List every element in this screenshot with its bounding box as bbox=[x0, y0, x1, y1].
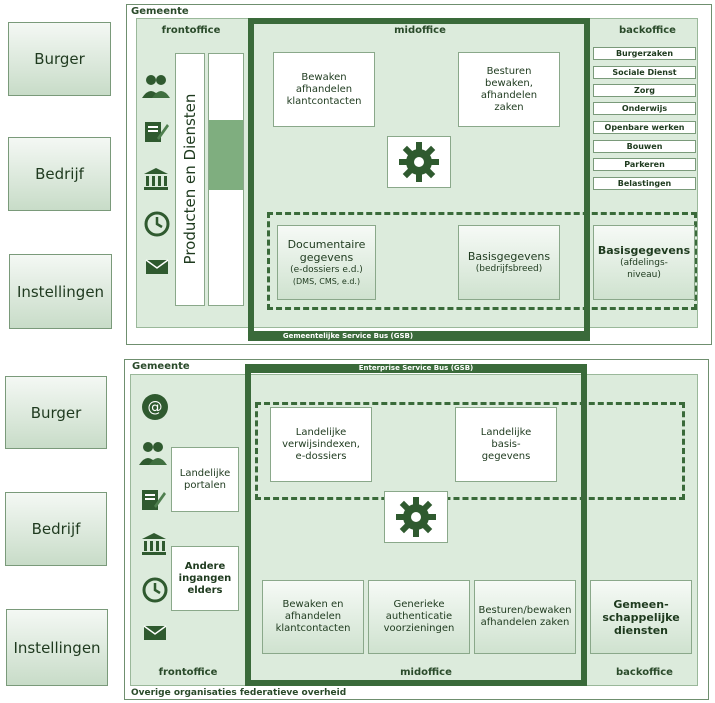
backoffice-item: Sociale Dienst bbox=[593, 66, 696, 79]
box-text: Besturen/bewaken afhandelen zaken bbox=[478, 605, 572, 628]
box-text: Bewaken en afhandelen klantcontacten bbox=[275, 599, 351, 634]
bottom-backoffice-footer: backoffice bbox=[616, 667, 673, 678]
box-text: Andere ingangen elders bbox=[178, 560, 232, 596]
documentaire-sub2: (DMS, CMS, e.d.) bbox=[292, 276, 361, 286]
bottom-bus-bar bbox=[245, 364, 587, 373]
actor-bedrijf-bottom: Bedrijf bbox=[5, 492, 107, 566]
actor-label: Instellingen bbox=[13, 638, 101, 657]
document-pen-icon bbox=[141, 116, 171, 146]
basis-sub: (bedrijfsbreed) bbox=[475, 263, 543, 274]
top-midoffice-header: midoffice bbox=[394, 25, 446, 36]
backoffice-item: Onderwijs bbox=[593, 102, 696, 115]
gear-icon bbox=[396, 497, 436, 537]
actor-instellingen-bottom: Instellingen bbox=[6, 609, 108, 686]
box-bewaken-klantcontacten: Bewaken afhandelen klantcontacten bbox=[273, 52, 375, 127]
actor-burger-bottom: Burger bbox=[5, 376, 107, 449]
top-frontoffice-header: frontoffice bbox=[161, 25, 221, 36]
box-text: Landelijke verwijsindexen, e-dossiers bbox=[282, 426, 360, 462]
people-icon bbox=[136, 440, 170, 466]
bottom-midoffice-footer: midoffice bbox=[400, 667, 452, 678]
actor-label: Instellingen bbox=[16, 282, 105, 301]
producten-label: Producten en Diensten bbox=[181, 93, 199, 265]
bottom-frontoffice-footer: frontoffice bbox=[158, 667, 218, 678]
top-gemeente-label: Gemeente bbox=[131, 6, 189, 17]
box-basisgegevens-bedrijfsbreed: Basisgegevens (bedrijfsbreed) bbox=[458, 225, 560, 300]
box-text: Gemeen-schappelijke diensten bbox=[602, 597, 680, 637]
box-basisgegevens-afdeling: Basisgegevens (afdelings-niveau) bbox=[593, 225, 695, 300]
actor-label: Bedrijf bbox=[35, 165, 84, 183]
bottom-gear-box bbox=[384, 491, 448, 543]
actor-burger-top: Burger bbox=[8, 22, 111, 96]
backoffice-item: Bouwen bbox=[593, 140, 696, 153]
back-basis-sub: (afdelings-niveau) bbox=[620, 257, 668, 280]
back-basis-title: Basisgegevens bbox=[597, 243, 691, 257]
actor-label: Burger bbox=[34, 50, 85, 68]
bottom-overige-label: Overige organisaties federatieve overhei… bbox=[131, 688, 347, 698]
box-gemeenschappelijke-diensten: Gemeen-schappelijke diensten bbox=[590, 580, 692, 654]
backoffice-item: Zorg bbox=[593, 84, 696, 97]
backoffice-item: Burgerzaken bbox=[593, 47, 696, 60]
documentaire-sub: (e-dossiers e.d.) bbox=[290, 264, 363, 275]
building-icon bbox=[141, 164, 171, 194]
box-text: Landelijke portalen bbox=[179, 467, 231, 491]
gear-icon bbox=[399, 142, 439, 182]
top-bus-bar bbox=[248, 331, 590, 341]
box-text: Bewaken afhandelen klantcontacten bbox=[286, 71, 362, 107]
box-documentaire-gegevens: Documentaire gegevens (e-dossiers e.d.) … bbox=[277, 225, 376, 300]
box-generieke-authenticatie: Generieke authenticatie voorzieningen bbox=[368, 580, 470, 654]
clock-icon bbox=[143, 210, 171, 238]
building-icon bbox=[139, 530, 169, 558]
backoffice-item: Parkeren bbox=[593, 158, 696, 171]
top-gear-box bbox=[387, 136, 451, 188]
top-dashed-region bbox=[267, 212, 697, 310]
box-text: Generieke authenticatie voorzieningen bbox=[383, 599, 455, 634]
actor-instellingen-top: Instellingen bbox=[9, 254, 112, 329]
documentaire-title: Documentaire gegevens bbox=[287, 237, 366, 264]
actor-label: Burger bbox=[30, 403, 82, 422]
box-bewaken-afhandelen: Bewaken en afhandelen klantcontacten bbox=[262, 580, 364, 654]
basis-title: Basisgegevens bbox=[467, 249, 551, 263]
box-andere-ingangen: Andere ingangen elders bbox=[171, 546, 239, 611]
document-pen-icon bbox=[138, 484, 168, 514]
box-text: Besturen bewaken, afhandelen zaken bbox=[480, 65, 538, 113]
people-icon bbox=[139, 72, 173, 100]
clock-icon bbox=[141, 576, 169, 604]
producten-panel bbox=[175, 53, 205, 306]
backoffice-item: Belastingen bbox=[593, 177, 696, 190]
at-sign-icon: @ bbox=[138, 392, 172, 422]
box-besturen-bewaken: Besturen/bewaken afhandelen zaken bbox=[474, 580, 576, 654]
box-landelijke-basisgegevens: Landelijke basis-gegevens bbox=[455, 407, 557, 482]
producten-scrollbar-thumb bbox=[209, 120, 243, 190]
top-backoffice-header: backoffice bbox=[619, 25, 676, 36]
box-besturen-zaken: Besturen bewaken, afhandelen zaken bbox=[458, 52, 560, 127]
actor-label: Bedrijf bbox=[31, 520, 81, 538]
top-bus-label: Gemeentelijke Service Bus (GSB) bbox=[282, 332, 414, 340]
bottom-bus-label: Enterprise Service Bus (GSB) bbox=[358, 364, 474, 372]
svg-text:@: @ bbox=[148, 398, 163, 416]
box-landelijke-verwijsindexen: Landelijke verwijsindexen, e-dossiers bbox=[270, 407, 372, 482]
actor-bedrijf-top: Bedrijf bbox=[8, 137, 111, 211]
mail-icon bbox=[143, 256, 171, 278]
mail-icon bbox=[141, 622, 169, 644]
bottom-gemeente-label: Gemeente bbox=[132, 361, 190, 372]
box-text: Landelijke basis-gegevens bbox=[480, 426, 532, 462]
box-landelijke-portalen: Landelijke portalen bbox=[171, 447, 239, 512]
backoffice-item: Openbare werken bbox=[593, 121, 696, 134]
bottom-dashed-region bbox=[255, 402, 685, 500]
